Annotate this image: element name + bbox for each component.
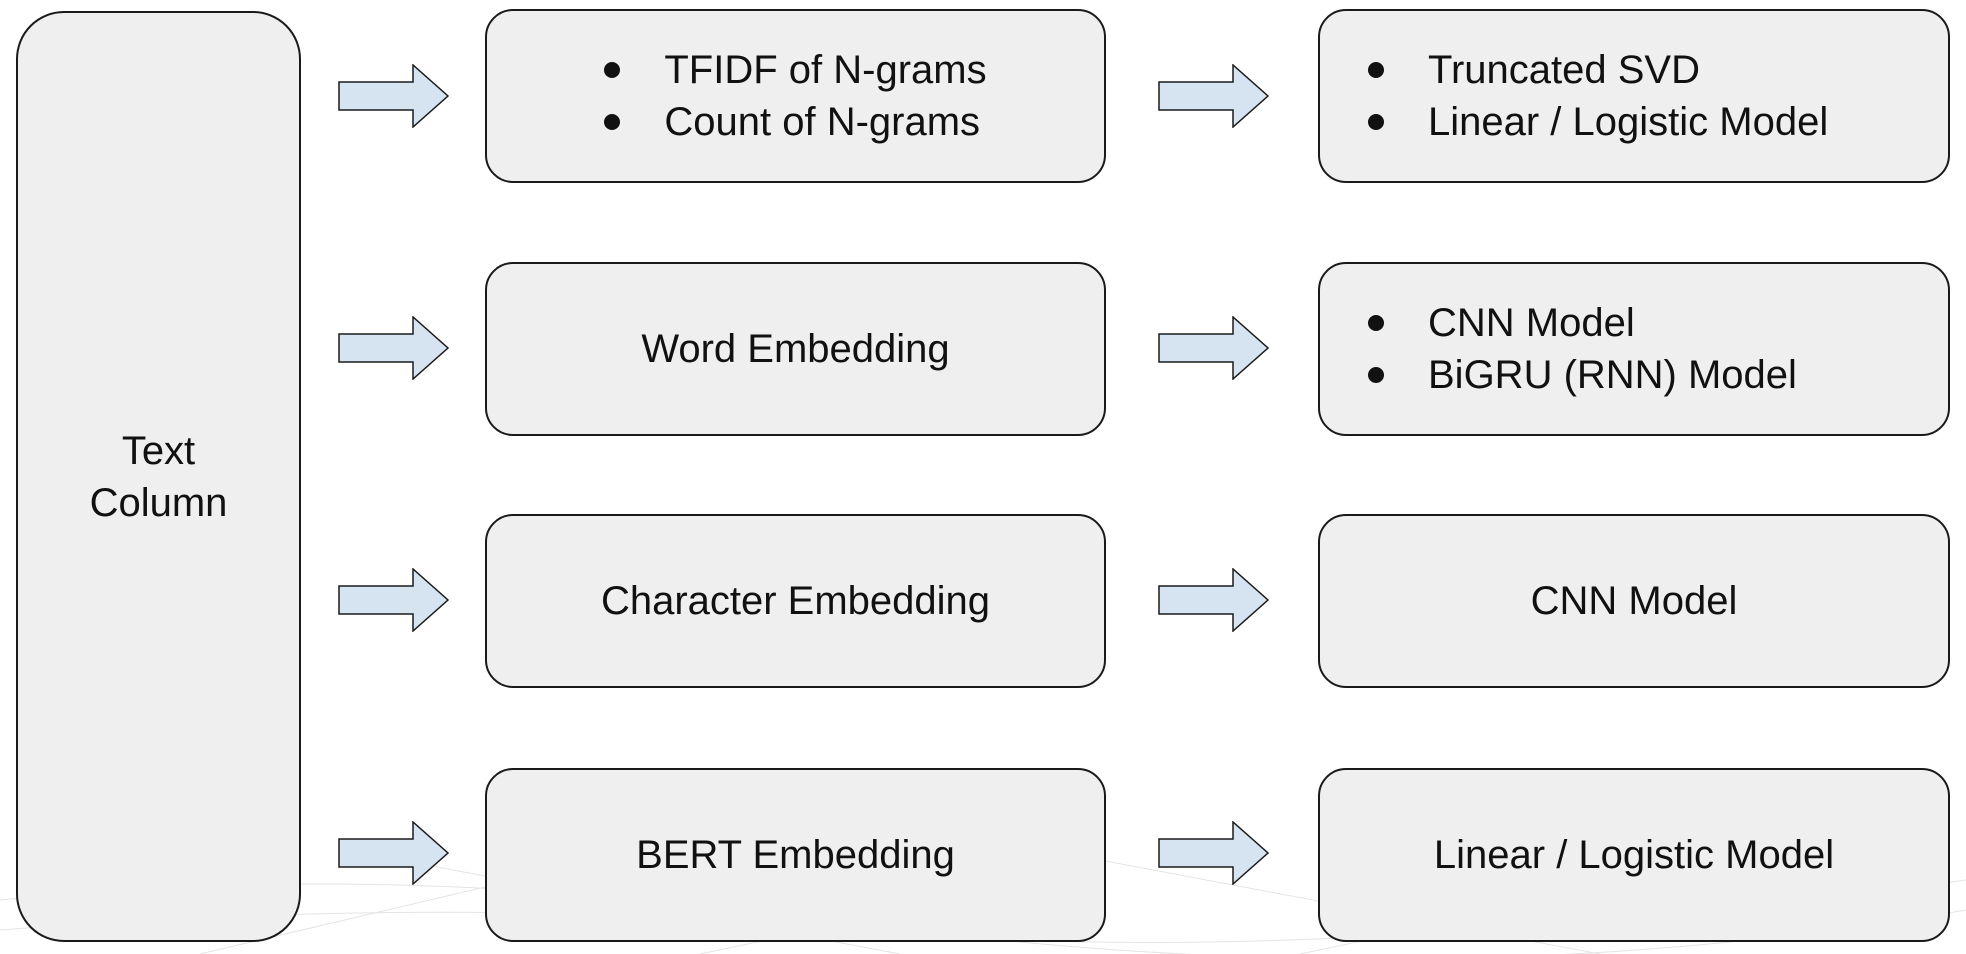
list-item: Count of N-grams [604,96,986,148]
list-item: TFIDF of N-grams [604,44,987,96]
feature-box-word-embedding: Word Embedding [485,262,1106,436]
bullet-icon [1368,114,1384,130]
list-item: Linear / Logistic Model [1368,96,1828,148]
right-arrow-icon [338,568,450,632]
model-box-cnn-bigru: CNN Model BiGRU (RNN) Model [1318,262,1950,436]
right-arrow-icon [338,64,450,128]
model-box-linear-logistic: Linear / Logistic Model [1318,768,1950,942]
bullet-icon [1368,62,1384,78]
model-list-cnn-bigru: CNN Model BiGRU (RNN) Model [1368,297,1797,401]
model-list-svd-linear: Truncated SVD Linear / Logistic Model [1368,44,1828,148]
feature-label: BERT Embedding [636,833,955,877]
list-item-text: BiGRU (RNN) Model [1428,353,1797,397]
list-item-text: TFIDF of N-grams [664,48,987,92]
list-item-text: Truncated SVD [1428,48,1700,92]
list-item: CNN Model [1368,297,1797,349]
list-item-text: CNN Model [1428,301,1635,345]
bullet-icon [604,114,621,130]
bullet-icon [1368,315,1384,331]
text-column-label-line-1: Text [121,428,196,473]
model-label: CNN Model [1530,579,1738,623]
model-label: Linear / Logistic Model [1433,833,1835,877]
right-arrow-icon [338,316,450,380]
list-item: Truncated SVD [1368,44,1828,96]
model-box-cnn: CNN Model [1318,514,1950,688]
bullet-icon [1368,367,1384,383]
right-arrow-icon [1158,821,1270,885]
right-arrow-icon [1158,64,1270,128]
right-arrow-icon [338,821,450,885]
text-column-label-line-2: Column [89,480,228,525]
feature-box-bert-embedding: BERT Embedding [485,768,1106,942]
right-arrow-icon [1158,316,1270,380]
list-item: BiGRU (RNN) Model [1368,349,1797,401]
feature-box-tfidf: TFIDF of N-grams Count of N-grams [485,9,1106,183]
feature-label: Word Embedding [641,327,950,371]
right-arrow-icon [1158,568,1270,632]
text-column-label: Text Column [90,425,228,529]
feature-label: Character Embedding [600,579,991,623]
bullet-icon [604,62,621,78]
text-column-box: Text Column [16,11,301,942]
list-item-text: Linear / Logistic Model [1428,100,1829,144]
list-item-text: Count of N-grams [664,100,981,144]
model-box-svd-linear: Truncated SVD Linear / Logistic Model [1318,9,1950,183]
feature-box-character-embedding: Character Embedding [485,514,1106,688]
feature-list-tfidf: TFIDF of N-grams Count of N-grams [604,44,987,148]
